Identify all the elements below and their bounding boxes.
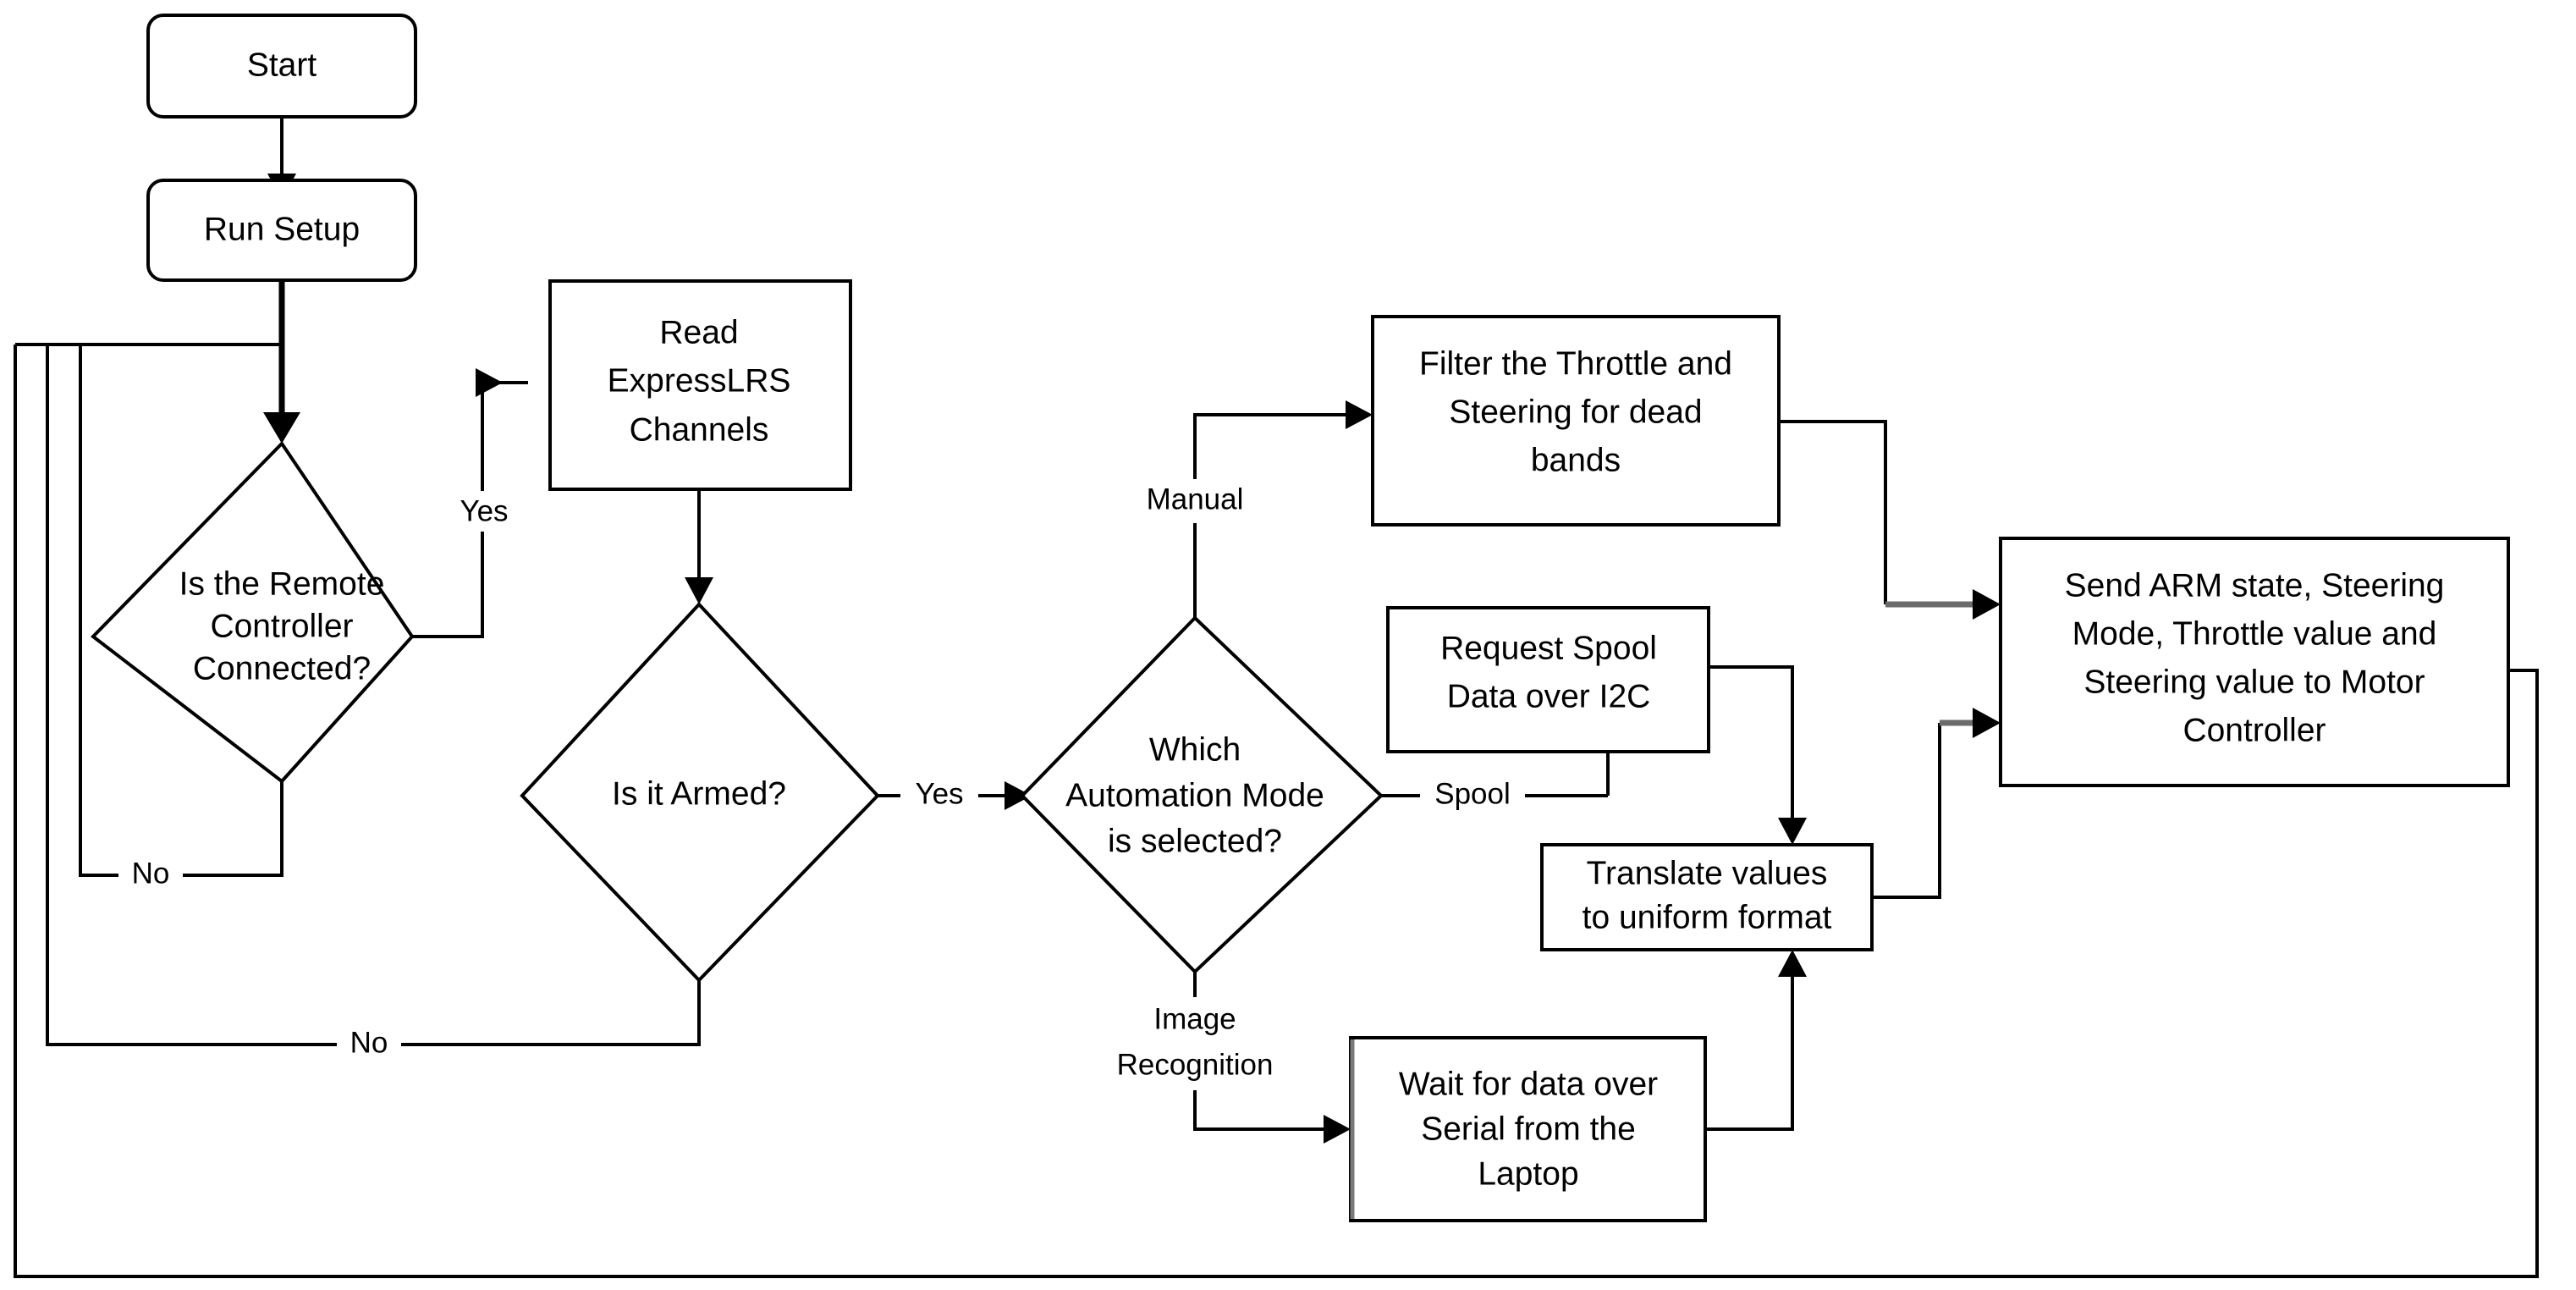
node-translate-line1: Translate values: [1587, 855, 1828, 891]
node-mode-line3: is selected?: [1108, 823, 1282, 859]
node-read-elrs-line1: Read: [659, 314, 738, 350]
node-filter-line2: Steering for dead: [1449, 394, 1702, 430]
node-remote-check-line1: Is the Remote: [179, 565, 385, 602]
node-run-setup-label: Run Setup: [204, 211, 360, 247]
node-mode-line1: Which: [1149, 731, 1241, 768]
edge-label-armed-no: No: [337, 1024, 401, 1065]
edge-spool-to-translate: [1709, 665, 1807, 845]
node-send-line1: Send ARM state, Steering: [2065, 567, 2445, 604]
node-filter-line3: bands: [1531, 442, 1621, 478]
edge-label-remote-yes-text: Yes: [460, 494, 508, 527]
node-read-elrs-line3: Channels: [630, 411, 769, 448]
edge-wait-to-translate: [1705, 950, 1807, 1131]
node-read-expresslrs[interactable]: Read ExpressLRS Channels: [548, 279, 852, 491]
node-send-motor-controller[interactable]: Send ARM state, Steering Mode, Throttle …: [1999, 537, 2510, 787]
edge-label-armed-no-text: No: [350, 1026, 388, 1059]
node-wait-line1: Wait for data over: [1399, 1066, 1658, 1102]
node-armed-label: Is it Armed?: [612, 775, 786, 812]
edge-runsetup-to-remotecheck: [263, 278, 300, 444]
edge-mode-manual: [1193, 400, 1373, 618]
node-wait-line2: Serial from the: [1421, 1111, 1636, 1147]
edge-elrs-to-armed: [685, 489, 713, 604]
edge-remote-yes: [412, 368, 528, 638]
edge-send-to-remote-loop: [14, 345, 2539, 1278]
edge-translate-to-send: [1872, 708, 2001, 899]
node-wait-line3: Laptop: [1478, 1155, 1578, 1192]
edge-filter-to-send: [1779, 420, 2001, 620]
edge-label-armed-yes: Yes: [900, 775, 978, 816]
edge-label-mode-manual: Manual: [1126, 479, 1264, 523]
edge-label-remote-no-text: No: [132, 857, 170, 890]
node-filter-deadbands[interactable]: Filter the Throttle and Steering for dea…: [1371, 315, 1781, 526]
node-mode-line2: Automation Mode: [1065, 777, 1324, 813]
node-automation-mode-check[interactable]: Which Automation Mode is selected?: [1020, 615, 1384, 974]
node-spool-line2: Data over I2C: [1447, 678, 1651, 714]
edge-label-armed-yes-text: Yes: [915, 777, 963, 810]
node-read-elrs-line2: ExpressLRS: [608, 362, 791, 399]
edge-label-remote-no: No: [118, 855, 183, 896]
node-spool-line1: Request Spool: [1440, 630, 1657, 666]
edge-label-mode-spool-text: Spool: [1434, 777, 1511, 810]
node-remote-check-line2: Controller: [210, 608, 353, 644]
node-send-line3: Steering value to Motor: [2083, 664, 2425, 700]
node-send-line4: Controller: [2182, 712, 2326, 748]
node-run-setup[interactable]: Run Setup: [146, 179, 417, 282]
node-wait-serial-laptop[interactable]: Wait for data over Serial from the Lapto…: [1349, 1036, 1707, 1222]
node-is-armed-check[interactable]: Is it Armed?: [520, 602, 880, 983]
edge-label-mode-manual-text: Manual: [1147, 482, 1244, 515]
edge-label-mode-image-line1: Image: [1153, 1002, 1236, 1035]
node-translate-values[interactable]: Translate values to uniform format: [1540, 843, 1874, 951]
node-request-spool-data[interactable]: Request Spool Data over I2C: [1386, 606, 1710, 753]
node-start[interactable]: Start: [146, 14, 417, 119]
node-send-line2: Mode, Throttle value and: [2072, 615, 2437, 652]
edge-label-mode-image: Image Recognition: [1090, 997, 1302, 1090]
node-filter-line1: Filter the Throttle and: [1419, 345, 1732, 382]
edge-label-mode-image-line2: Recognition: [1117, 1048, 1274, 1081]
node-translate-line2: to uniform format: [1582, 899, 1832, 935]
node-remote-check-line3: Connected?: [193, 650, 371, 686]
node-remote-controller-check[interactable]: Is the Remote Controller Connected?: [90, 440, 415, 784]
node-start-label: Start: [247, 47, 317, 83]
edge-label-mode-spool: Spool: [1420, 775, 1525, 816]
edge-label-remote-yes: Yes: [449, 491, 521, 532]
